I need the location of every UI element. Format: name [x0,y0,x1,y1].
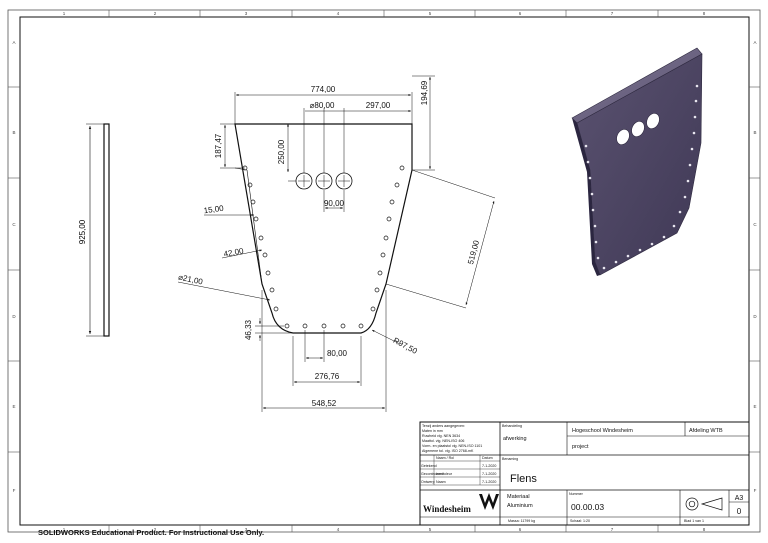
zone-top-4: 4 [337,11,340,16]
dim-hole-offset: 297,00 [366,101,391,110]
zone-top-8: 8 [703,11,706,16]
dim-top-left-height: 187,47 [214,133,223,158]
tb-row-3-label: Ontwerp [421,480,435,484]
zone-top-1: 1 [63,11,66,16]
zone-top-3: 3 [245,11,248,16]
dim-radius: R97,50 [392,336,419,356]
windesheim-logo-text: Windesheim [423,504,471,514]
zone-right-a: A [753,40,756,45]
tb-note-3: Ruwheid vlg. NEN 3634 [422,434,460,438]
tb-row-1-date: 7-1-2020 [482,464,496,468]
dim-bottom-pitch: 80,00 [327,349,348,358]
zone-bottom-2: 2 [154,527,157,532]
tb-benaming-label: Benaming [502,457,518,461]
tb-row-2-name: controleur [436,472,453,476]
tb-row-3-date: 7-1-2020 [482,480,496,484]
center-holes [295,172,353,190]
zone-bottom-7: 7 [611,527,614,532]
zone-left-f: F [13,488,16,493]
tb-note-5: Vorm- en plaatstol vlg. NEN-ISO 1101 [422,444,482,448]
projection-symbol-icon [685,497,723,511]
flange-outline [234,123,413,334]
zone-right-b: B [753,130,756,135]
zone-left-c: C [12,222,16,227]
dim-side-height: 925,00 [78,219,87,244]
zone-bottom-5: 5 [429,527,432,532]
dim-hole-pitch: 90,00 [324,199,345,208]
iso-large-holes [616,113,660,145]
zone-bottom-8: 8 [703,527,706,532]
dim-slant-length: 519,00 [466,239,481,265]
tb-note-2: Maten in mm [422,429,443,433]
dim-hole-height: 250,00 [277,139,286,164]
tb-school: Hogeschool Windesheim [572,428,633,434]
dim-hole-dia: ⌀80,00 [310,101,335,110]
windesheim-logo: Windesheim [423,493,499,514]
tb-row-3-name: Naam [436,480,446,484]
tb-schaal: Schaal: 1:20 [570,519,590,523]
zone-top-7: 7 [611,11,614,16]
zone-right-f: F [754,488,757,493]
dim-bottom-width: 548,52 [312,399,337,408]
dim-bottom-inner: 276,76 [315,372,340,381]
dim-bottom-height: 46,33 [244,319,253,340]
tb-drawing-number: 00.00.03 [571,502,604,512]
tb-note-4: Maattol. vlg. NEN-ISO 406 [422,439,464,443]
footer-educational-note: SOLIDWORKS Educational Product. For Inst… [38,528,265,537]
tb-nummer-label: Nummer [569,492,584,496]
zone-top-2: 2 [154,11,157,16]
title-block: Tenzij anders aangegeven: Maten in mm Ru… [419,421,750,526]
plate-face [576,53,703,276]
iso-bolt-holes [584,84,699,270]
tb-blad: Blad 1 van 1 [684,519,704,523]
tb-size: A3 [735,495,744,502]
sheet-frame: 1 2 3 4 5 6 7 8 1 2 3 4 5 6 7 8 A B C D … [7,9,761,533]
zone-left-e: E [12,404,15,409]
zone-right-e: E [753,404,756,409]
dim-hole-pitch-side: 42,00 [223,246,245,258]
tb-behandeling-label: Behandeling [502,424,522,428]
zone-top-6: 6 [519,11,522,16]
tb-row-2-date: 7-1-2020 [482,472,496,476]
tb-part-name: Flens [510,473,537,485]
dim-top-width: 774,00 [311,85,336,94]
tb-materiaal-label: Materiaal [507,494,530,500]
tb-revision: 0 [737,507,742,516]
side-view: 925,00 [78,123,110,337]
zone-right-d: D [753,314,757,319]
tb-header-naam: Naam / Rol [436,456,454,460]
zone-left-a: A [12,40,15,45]
tb-row-1-label: Getekend [421,464,437,468]
zone-bottom-4: 4 [337,527,340,532]
dim-side-offset: 15,00 [203,204,225,216]
dim-top-right-height: 194,69 [420,80,429,105]
zone-top-5: 5 [429,11,432,16]
tb-behandeling-value: afwerking [503,436,527,442]
zone-left-d: D [12,314,16,319]
tb-department: Afdeling WTB [689,428,723,434]
bolt-holes [242,165,405,329]
tb-project: project [572,444,589,450]
zone-bottom-3: 3 [245,527,248,532]
tb-row-2-label: Gecontroleerd [421,472,444,476]
tb-header-datum: Datum [482,456,493,460]
isometric-view [571,47,703,276]
zone-bottom-6: 6 [519,527,522,532]
tb-materiaal-value: Aluminium [507,503,533,509]
zone-left-b: B [12,130,15,135]
zone-bottom-1: 1 [63,527,66,532]
tb-note-6: Algemene tol. vlg. ISO 2768-mK [422,449,474,453]
front-view: 774,00 ⌀80,00 297,00 194,69 187,47 250,0… [177,75,496,412]
zone-right-c: C [753,222,757,227]
tb-massa: Massa: 11799 kg [508,519,535,523]
tb-note-1: Tenzij anders aangegeven: [422,424,465,428]
